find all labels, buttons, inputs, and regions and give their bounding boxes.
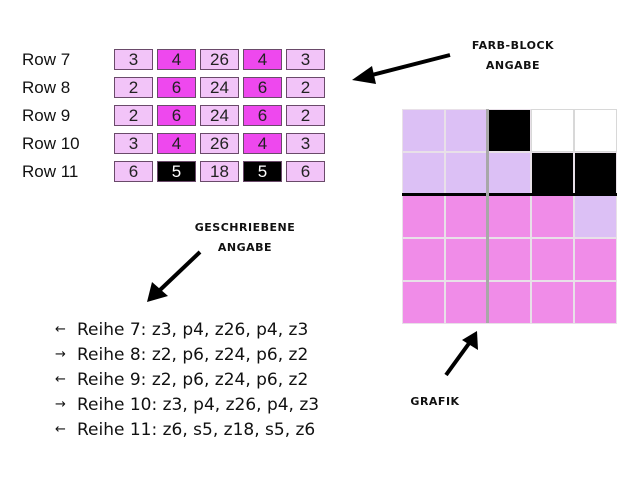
- grid-cell: [488, 281, 531, 324]
- grid-cell: [531, 152, 574, 195]
- color-block-cell: 2: [286, 77, 325, 98]
- row-label: Row 9: [22, 106, 71, 125]
- written-row: → Reihe 8: z2, p6, z24, p6, z2: [55, 344, 308, 366]
- written-row-text: Reihe 7: z3, p4, z26, p4, z3: [77, 320, 309, 340]
- color-block-cell: 3: [114, 49, 153, 70]
- color-block-cell: 4: [157, 49, 196, 70]
- grid-cell: [574, 195, 617, 238]
- arrow-right-icon: →: [55, 347, 66, 362]
- written-row-text: Reihe 8: z2, p6, z24, p6, z2: [77, 345, 309, 365]
- center-divider-line: [486, 109, 489, 323]
- arrow-left-icon: ←: [55, 372, 66, 387]
- color-block-cell: 6: [157, 77, 196, 98]
- grid-cell: [531, 238, 574, 281]
- color-block-cell: 24: [200, 105, 239, 126]
- arrow-left-icon: ←: [55, 422, 66, 437]
- grid-cell: [445, 109, 488, 152]
- grid-cell: [488, 195, 531, 238]
- color-block-cell: 4: [243, 49, 282, 70]
- written-label: GESCHRIEBENE ANGABE: [180, 218, 310, 258]
- grid-cell: [531, 281, 574, 324]
- written-row: ← Reihe 9: z2, p6, z24, p6, z2: [55, 369, 308, 391]
- grid-cell: [574, 109, 617, 152]
- row-label: Row 8: [22, 78, 71, 97]
- color-block-cell: 26: [200, 133, 239, 154]
- grid-cell: [531, 109, 574, 152]
- color-block-cell: 6: [243, 105, 282, 126]
- color-block-cell: 3: [286, 49, 325, 70]
- grid-cell: [445, 152, 488, 195]
- written-row: → Reihe 10: z3, p4, z26, p4, z3: [55, 394, 319, 416]
- color-block-cell: 6: [114, 161, 153, 182]
- row-label: Row 10: [22, 134, 80, 153]
- color-block-cell: 2: [114, 77, 153, 98]
- written-row: ← Reihe 11: z6, s5, z18, s5, z6: [55, 419, 315, 441]
- written-row-text: Reihe 9: z2, p6, z24, p6, z2: [77, 370, 309, 390]
- grid-cell: [574, 238, 617, 281]
- graphic-grid: [402, 109, 617, 324]
- arrow-to-graphic-icon: [444, 331, 478, 377]
- color-block-cell: 4: [157, 133, 196, 154]
- written-label-line2: ANGABE: [217, 241, 273, 254]
- color-block-cell: 24: [200, 77, 239, 98]
- row-divider-line: [402, 193, 617, 196]
- grid-cell: [445, 195, 488, 238]
- row-label: Row 7: [22, 50, 71, 69]
- grid-cell: [402, 152, 445, 195]
- color-block-cell: 6: [243, 77, 282, 98]
- color-block-cell: 3: [114, 133, 153, 154]
- grid-cell: [531, 195, 574, 238]
- grid-cell: [574, 152, 617, 195]
- arrow-to-color-block-icon: [352, 53, 451, 84]
- written-row-text: Reihe 10: z3, p4, z26, p4, z3: [77, 395, 320, 415]
- arrow-to-written-icon: [147, 250, 202, 302]
- grid-cell: [445, 238, 488, 281]
- color-block-cell: 2: [114, 105, 153, 126]
- color-block-cell: 26: [200, 49, 239, 70]
- arrow-left-icon: ←: [55, 322, 66, 337]
- color-block-label-line1: FARB-BLOCK: [471, 39, 555, 52]
- color-block-label: FARB-BLOCK ANGABE: [458, 36, 568, 76]
- color-block-cell: 4: [243, 133, 282, 154]
- color-block-cell: 18: [200, 161, 239, 182]
- written-label-line1: GESCHRIEBENE: [194, 221, 296, 234]
- color-block-cell: 5: [243, 161, 282, 182]
- grid-cell: [402, 238, 445, 281]
- grid-cell: [402, 281, 445, 324]
- row-label: Row 11: [22, 162, 79, 181]
- grid-cell: [445, 281, 488, 324]
- arrow-right-icon: →: [55, 397, 66, 412]
- color-block-label-line2: ANGABE: [485, 59, 541, 72]
- color-block-cell: 3: [286, 133, 325, 154]
- color-block-cell: 6: [286, 161, 325, 182]
- graphic-label: GRAFIK: [410, 395, 460, 408]
- written-row-text: Reihe 11: z6, s5, z18, s5, z6: [77, 420, 316, 440]
- grid-cell: [574, 281, 617, 324]
- grid-cell: [402, 109, 445, 152]
- color-block-cell: 6: [157, 105, 196, 126]
- grid-cell: [402, 195, 445, 238]
- written-row: ← Reihe 7: z3, p4, z26, p4, z3: [55, 319, 308, 341]
- grid-cell: [488, 238, 531, 281]
- color-block-cell: 2: [286, 105, 325, 126]
- grid-cell: [488, 152, 531, 195]
- grid-cell: [488, 109, 531, 152]
- color-block-cell: 5: [157, 161, 196, 182]
